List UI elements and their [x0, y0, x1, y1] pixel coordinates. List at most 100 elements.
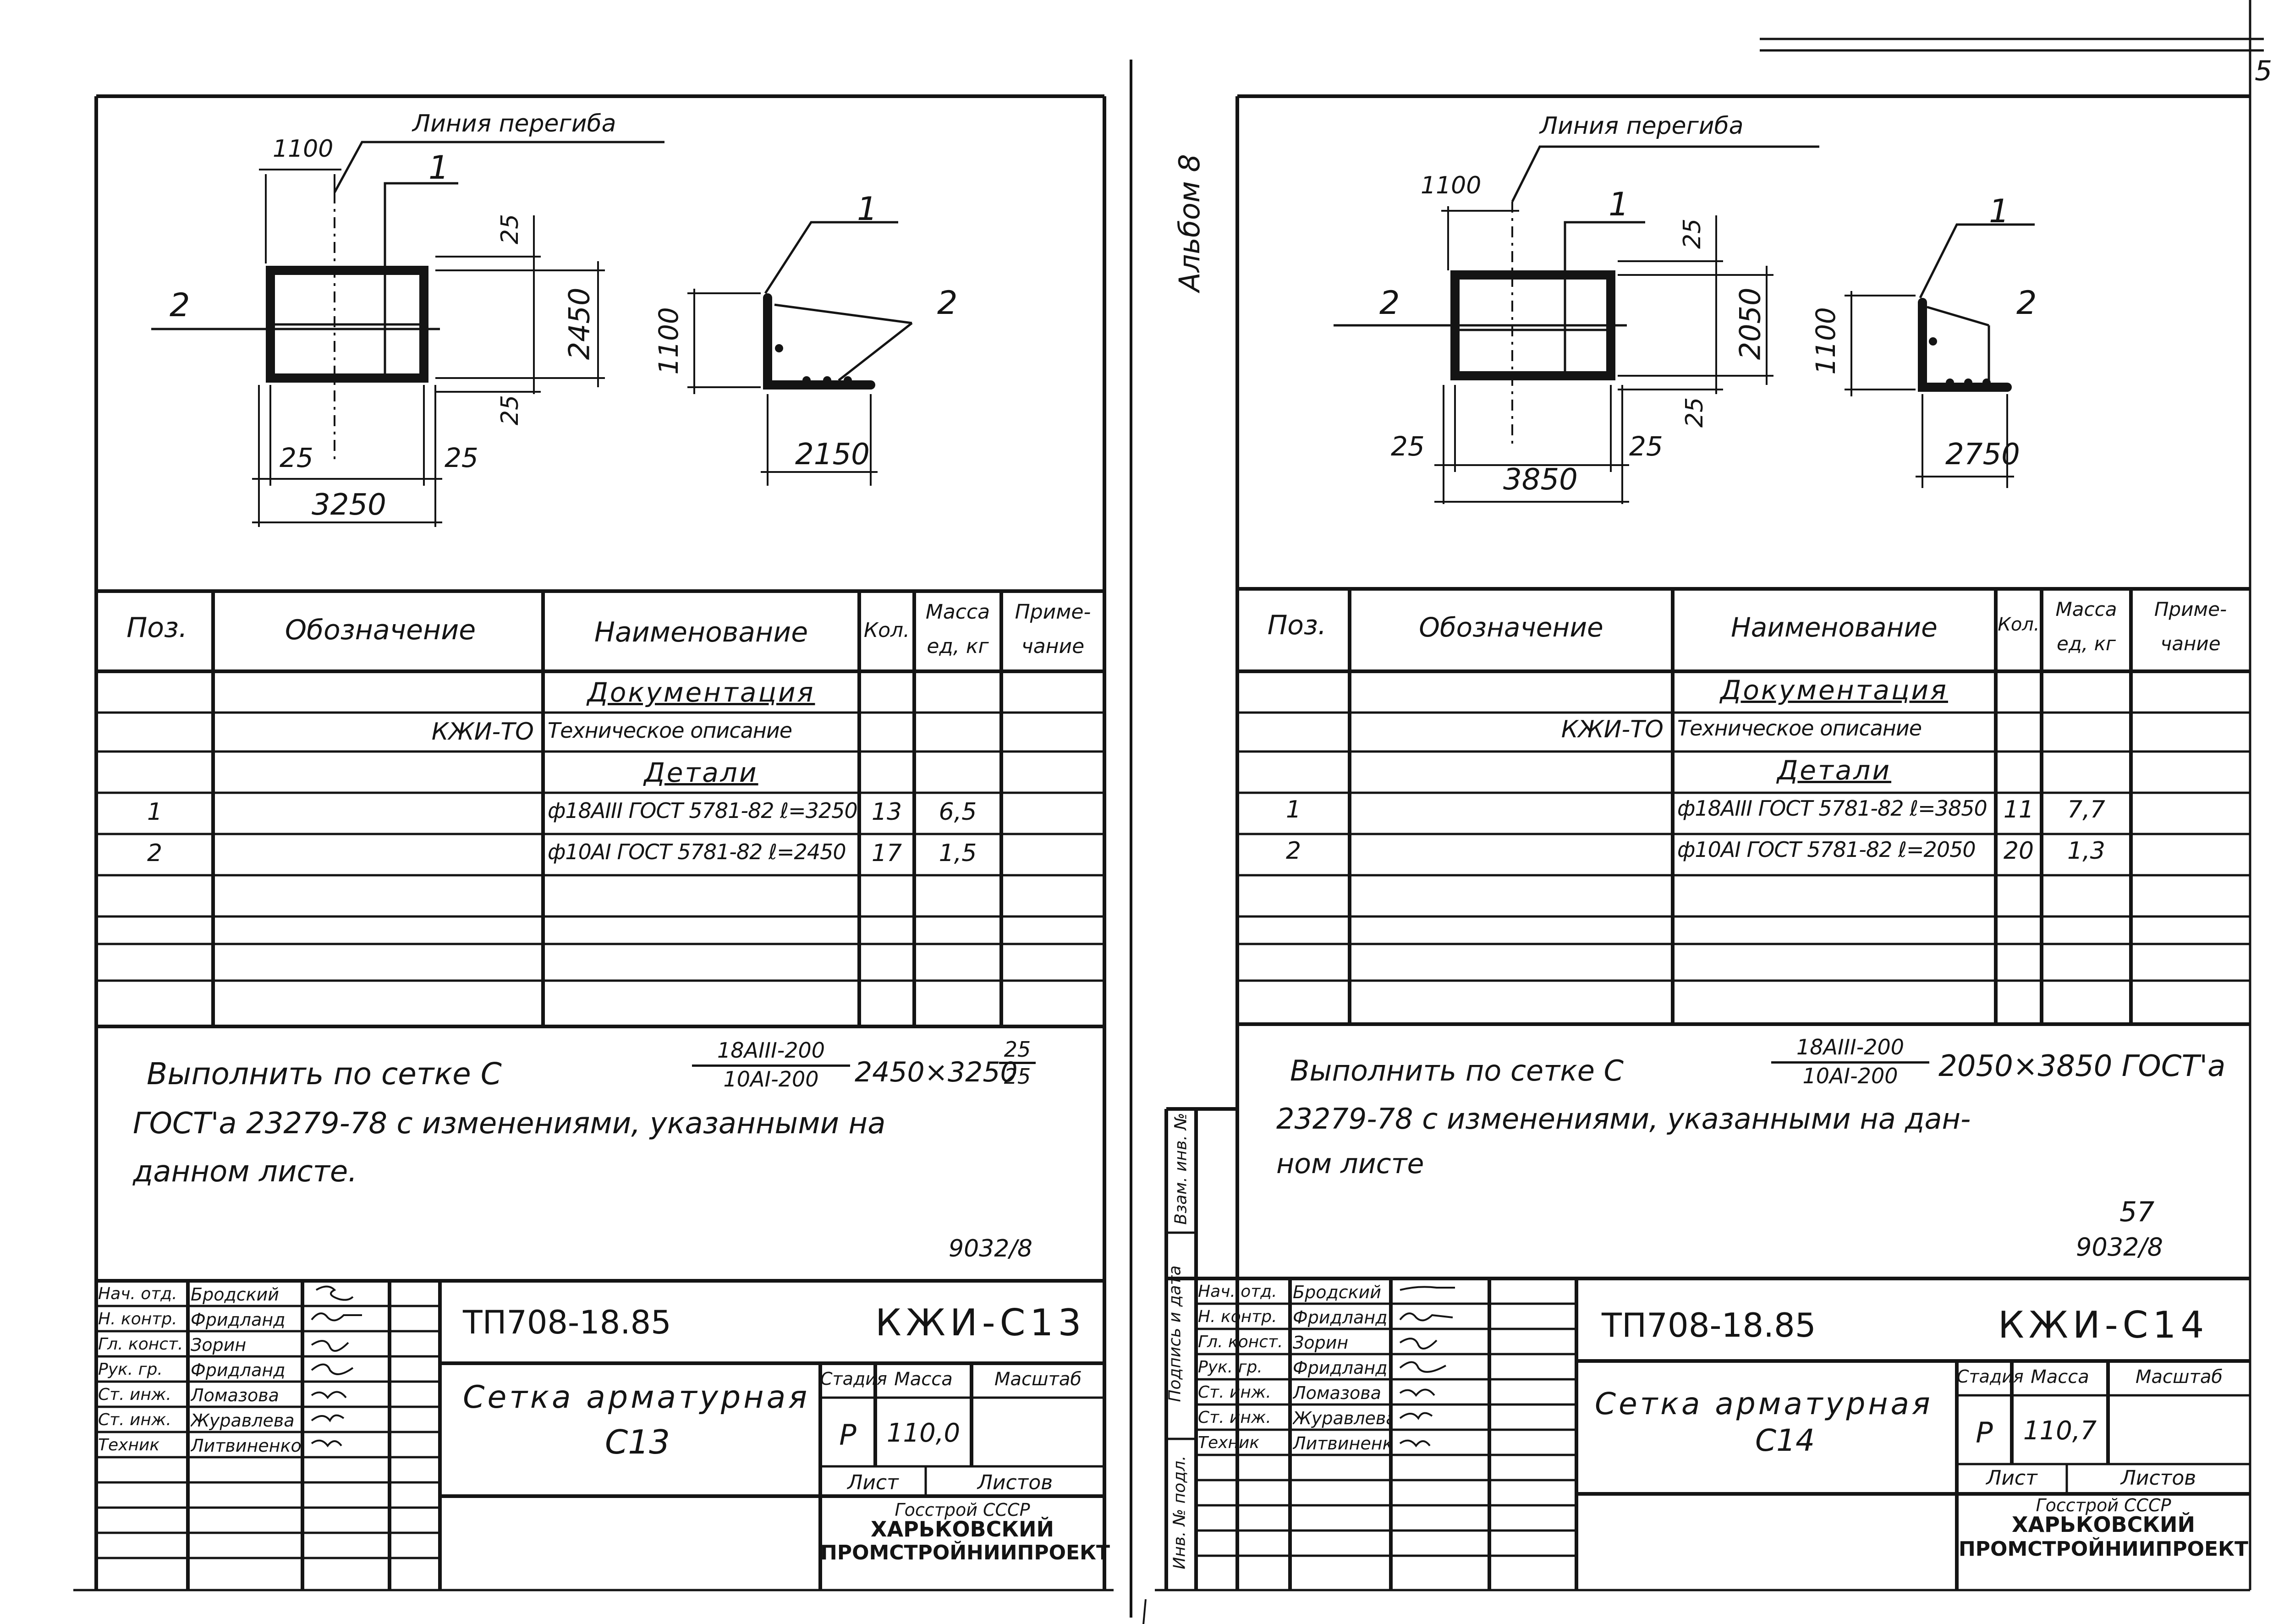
mesh-plan — [1334, 145, 1819, 504]
note-subfraction: 25 25 — [999, 1037, 1036, 1089]
header-note-1: Приме- — [2154, 598, 2227, 620]
note-line-2: ГОСТ'а 23279-78 с изменениями, указанным… — [133, 1107, 886, 1141]
bend-line-label: Линия перегиба — [1540, 112, 1744, 140]
title-block-grid — [1166, 1277, 2250, 1590]
staff-name: Фридланд — [191, 1310, 285, 1330]
title-name-2: С14 — [1755, 1423, 1815, 1458]
dim-2050-label: 2050 — [1733, 287, 1767, 360]
spec-cell-qty: 20 — [2003, 837, 2034, 865]
staff-name: Журавлева — [191, 1410, 295, 1431]
bend-line-label: Линия перегиба — [412, 110, 616, 137]
margin-album: Альбом 8 — [1172, 154, 1206, 292]
spec-cell-mass: 6,5 — [939, 798, 977, 826]
spec-cell-name: ф18АIII ГОСТ 5781-82 ℓ=3850 — [1677, 796, 1988, 821]
note-line-3: ном листе — [1276, 1148, 1424, 1180]
note-line-3: данном листе. — [133, 1155, 357, 1189]
spec-cell-pos: 2 — [1285, 837, 1301, 865]
staff-role: Техник — [1198, 1433, 1260, 1452]
dim-25-right: 25 — [1629, 431, 1663, 462]
sec-2750-label: 2750 — [1945, 438, 2020, 472]
dim-25-right: 25 — [445, 442, 478, 473]
spec-table-c13: Поз. Обозначение Наименование Кол. Масса… — [96, 591, 1104, 1026]
margin-col-1: Взам. инв. № — [1171, 1113, 1191, 1225]
staff-role: Рук. гр. — [1198, 1358, 1263, 1377]
sheet-c14: Альбом 8 Взам. инв. № Подпись и дата Инв… — [1136, 0, 2273, 1624]
staff-role: Н. контр. — [98, 1310, 177, 1328]
corner-number: 5 — [2255, 55, 2273, 87]
title-name-2: С13 — [605, 1423, 670, 1461]
header-note-1: Приме- — [1015, 600, 1091, 624]
dim-25-bottom: 25 — [1681, 397, 1709, 428]
spec-cell-qty: 13 — [871, 798, 902, 826]
spec-cell-qty: 17 — [871, 839, 902, 867]
scale-header: Масштаб — [994, 1369, 1082, 1390]
note-frac-num: 18АIII-200 — [1771, 1035, 1929, 1064]
sheets-header: Листов — [977, 1471, 1053, 1494]
note-c14: Выполнить по сетке С 18АIII-200 10АI-200… — [1276, 1031, 2229, 1269]
staff-name: Фридланд — [1293, 1307, 1388, 1328]
spec-cell-name: ф18АIII ГОСТ 5781-82 ℓ=3250 — [548, 798, 858, 823]
staff-role: Гл. конст. — [98, 1335, 183, 1354]
org-line-2: ХАРЬКОВСКИЙ — [2012, 1512, 2195, 1537]
spec-cell-name: ф10АI ГОСТ 5781-82 ℓ=2450 — [548, 839, 846, 864]
sheet-c13: Линия перегиба 1 2 1100 25 2450 25 25 25… — [0, 0, 1136, 1624]
staff-role: Рук. гр. — [98, 1360, 163, 1379]
staff-name: Зорин — [1293, 1333, 1349, 1353]
note-line-1: Выполнить по сетке С — [1290, 1054, 1624, 1087]
spec-cell-name: Техническое описание — [548, 718, 792, 743]
sheet-header: Лист — [847, 1471, 899, 1494]
spec-cell-pos: 2 — [147, 839, 163, 867]
project-code: ТП708-18.85 — [1602, 1306, 1816, 1344]
dim-1100-label: 1100 — [273, 135, 334, 163]
staff-role: Ст. инж. — [98, 1410, 171, 1429]
dim-25-left: 25 — [1391, 431, 1425, 462]
org-line-2: ХАРЬКОВСКИЙ — [871, 1517, 1054, 1542]
note-sub-den: 25 — [1004, 1064, 1031, 1089]
header-designation: Обозначение — [285, 614, 476, 646]
header-pos: Поз. — [126, 612, 187, 644]
header-mass-2: ед, кг — [927, 635, 989, 658]
header-name: Наименование — [594, 616, 808, 648]
spec-cell-name: Детали — [644, 757, 758, 788]
mass-header: Масса — [2031, 1366, 2089, 1388]
drawing-code: КЖИ-С13 — [875, 1301, 1086, 1344]
note-frac-num: 18АIII-200 — [692, 1038, 850, 1067]
header-pos: Поз. — [1267, 609, 1327, 641]
dim-25-top: 25 — [1679, 218, 1707, 249]
staff-name: Литвиненко — [191, 1436, 302, 1456]
pos-1-label: 1 — [428, 149, 449, 187]
spec-cell-mass: 7,7 — [2067, 796, 2105, 823]
header-mass-1: Масса — [925, 600, 990, 624]
spec-cell-mass: 1,3 — [2067, 837, 2105, 865]
inventory-no: 9032/8 — [949, 1235, 1032, 1262]
sec-pos-2-label: 2 — [2016, 284, 2037, 322]
staff-role: Нач. отд. — [1198, 1282, 1277, 1301]
title-name-1: Сетка арматурная — [1595, 1386, 1933, 1421]
title-name-1: Сетка арматурная — [463, 1379, 810, 1416]
header-note-2: чание — [1021, 635, 1085, 658]
spec-table-c14: Поз. Обозначение Наименование Кол. Масса… — [1237, 589, 2250, 1024]
mesh-plan — [151, 141, 664, 527]
staff-name: Журавлева — [1293, 1408, 1390, 1428]
staff-name: Ломазова — [1293, 1383, 1381, 1403]
note-frac-den: 10АI-200 — [1802, 1064, 1898, 1088]
sec-pos-1-label: 1 — [1989, 192, 2009, 230]
stage-value: Р — [839, 1418, 856, 1452]
margin-col-2: Подпись и дата — [1165, 1265, 1185, 1402]
dim-1100-label: 1100 — [1421, 172, 1482, 199]
pos-2-label: 2 — [1379, 284, 1400, 322]
org-line-1: Госстрой СССР — [895, 1500, 1030, 1520]
note-line-1: Выполнить по сетке С — [147, 1056, 502, 1092]
staff-role: Ст. инж. — [98, 1385, 171, 1404]
cross-section — [1845, 223, 2035, 488]
sec-1100-label: 1100 — [1810, 307, 1841, 375]
spec-cell-pos: 1 — [1285, 796, 1301, 823]
stage-value: Р — [1976, 1416, 1993, 1449]
note-sub-num: 25 — [999, 1037, 1036, 1064]
sheets-header: Листов — [2120, 1466, 2196, 1490]
header-mass-1: Масса — [2055, 598, 2117, 620]
spec-cell-qty: 11 — [2003, 796, 2034, 823]
spec-cell-mass: 1,5 — [939, 839, 977, 867]
org-line-3: ПРОМСТРОЙНИИПРОЕКТ — [820, 1541, 1110, 1564]
